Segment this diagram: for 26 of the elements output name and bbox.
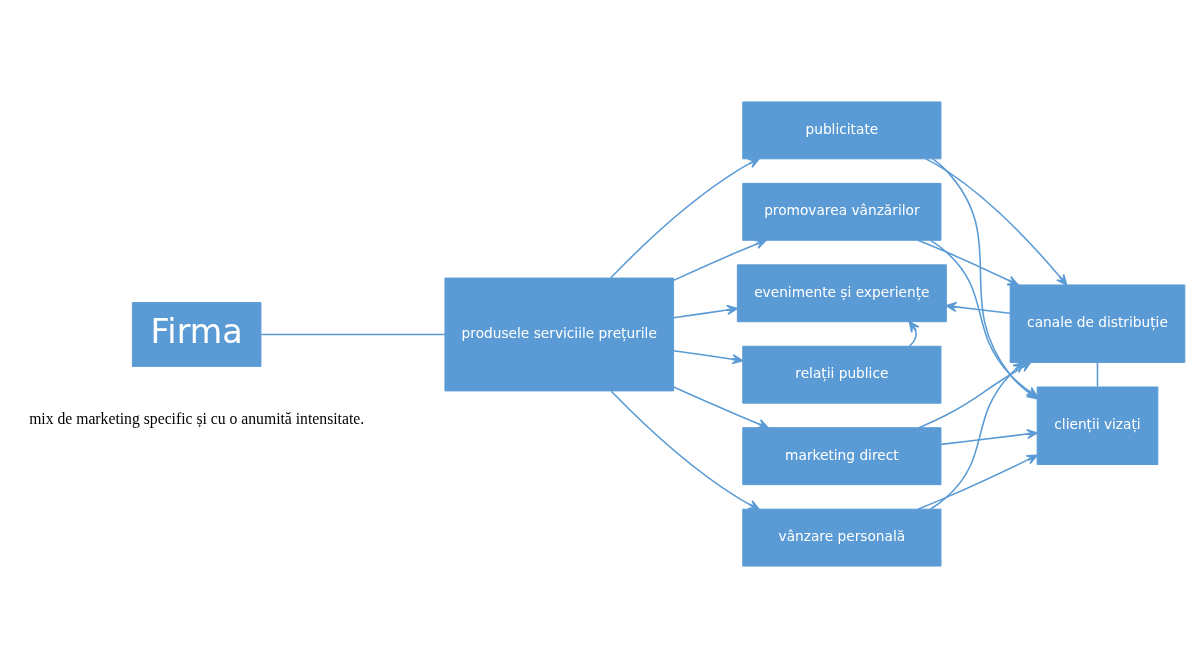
node-box: canale de distribuție [1009, 284, 1186, 363]
node-box: Firma [131, 302, 262, 367]
node-box: marketing direct [742, 427, 942, 486]
arrow [925, 158, 1068, 286]
arrow [672, 349, 744, 365]
arrow [945, 301, 1011, 315]
label: mix de marketing specific și cu o anumită intensitate. [29, 409, 365, 427]
arrow [917, 454, 1038, 510]
node-box: vânzare personală [742, 508, 942, 567]
node-box: promovarea vânzărilor [742, 182, 942, 241]
arrow [940, 428, 1038, 446]
node-box: clienții vizați [1036, 386, 1159, 465]
arrow [929, 361, 1025, 510]
arrow [610, 158, 760, 279]
arrow [610, 390, 760, 510]
arrow [672, 239, 767, 282]
arrow [908, 320, 920, 347]
connector [1096, 361, 1099, 388]
arrow [672, 304, 738, 319]
node-box: evenimente și experiențe [736, 264, 947, 323]
node-box: relații publice [742, 345, 942, 404]
node-box: produsele serviciile prețurile [444, 277, 675, 392]
arrow [672, 386, 769, 429]
arrow [917, 239, 1019, 286]
node-box: publicitate [742, 101, 942, 160]
connector [260, 333, 446, 336]
